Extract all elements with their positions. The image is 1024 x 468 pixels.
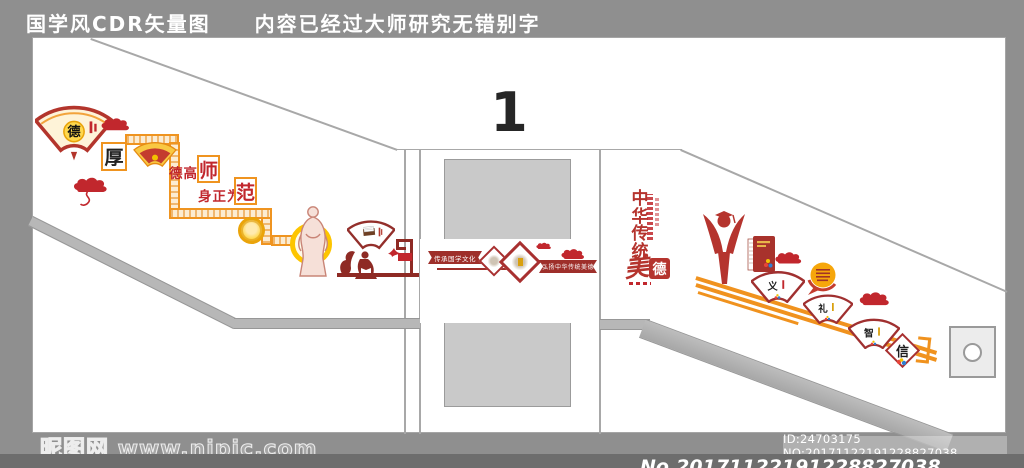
fan-li: 礼 (803, 294, 853, 324)
elevator-shaft-line-inner-left (419, 149, 421, 434)
fan-li-char: 礼 (818, 303, 828, 315)
elevator-shaft-line-outer-left (404, 149, 406, 434)
elevator-shaft-line-right (599, 149, 601, 434)
cloud-icon (536, 242, 551, 250)
landing-floor-band-right (600, 319, 650, 330)
image-id-badge: ID:24703175 NO:20171122191228827038 (783, 432, 1007, 460)
box-hou: 厚 (101, 142, 127, 171)
fan-de-char: 德 (67, 123, 81, 140)
headline-char-3: 传 (631, 224, 649, 244)
banner-ribbon-right: 弘扬中华传统美德 (539, 260, 597, 273)
confucius-figure (298, 206, 328, 277)
cloud-icon (859, 292, 889, 306)
swallow-bird-icon (388, 248, 400, 257)
page-title: 国学风CDR矢量图 内容已经过大师研究无错别字 (26, 12, 541, 36)
mini-red-label (398, 253, 412, 261)
headline-caption-column (655, 198, 659, 226)
headline-char-4: 统 (631, 241, 649, 262)
stair-ribbon-segment (169, 208, 272, 219)
motto1-emphasis-char: 师 (199, 159, 219, 182)
motto2-box: 范 (234, 177, 257, 205)
speech-bubble-seal (807, 262, 837, 295)
banner-ribbon-left: 传承国学文化 (428, 251, 482, 264)
box-hou-char: 厚 (104, 147, 124, 169)
meander-hook (396, 239, 413, 242)
headline-caption-column (647, 194, 653, 240)
gold-coin-medallion (238, 217, 265, 244)
gold-seal (517, 258, 523, 266)
socket-hole (963, 342, 982, 362)
headline-char-2: 华 (631, 206, 649, 227)
fan-de: 德 (35, 105, 113, 161)
cloud-icon (775, 252, 802, 264)
cloud-icon (101, 118, 129, 131)
fan-yi: 义 (751, 271, 805, 303)
tiny-children-figures (896, 358, 907, 366)
motto2-emphasis-char: 范 (236, 181, 256, 204)
landing-ceiling-line (397, 148, 682, 150)
floor-number-label: 1 (490, 81, 528, 144)
motto1-box: 师 (197, 155, 220, 183)
fan-zhi: 智 (848, 318, 900, 349)
stamp-char: 德 (652, 261, 667, 278)
wall-socket-plate (949, 326, 996, 378)
headline-underline-dashes (629, 282, 651, 285)
headline-char-1: 中 (631, 189, 649, 209)
banner-left-text: 传承国学文化 (434, 254, 476, 263)
bottom-strip-text: No.20171122191228827038 (640, 456, 941, 468)
fan-books (347, 220, 395, 250)
cloud-icon (561, 249, 584, 259)
diamond-connector-line (437, 268, 531, 270)
meander-hook (396, 247, 406, 250)
artwork-baseline (337, 273, 419, 277)
orange-meander-bracket (915, 336, 932, 364)
stairwell-wall-elevation: 1 德 厚 德高为 (28, 37, 1008, 453)
fan-zhi-char: 智 (864, 327, 874, 340)
fan-yi-char: 义 (767, 280, 778, 293)
banner-right-text: 弘扬中华传统美德 (541, 264, 594, 271)
cloud-icon (74, 177, 107, 206)
graduate-figure (703, 211, 745, 284)
headline-seal-stamp: 德 (649, 258, 670, 279)
left-stair-floor-band (28, 216, 239, 330)
fan-small-orange (133, 142, 177, 167)
bottom-strip: No.20171122191228827038 (0, 454, 1024, 468)
headline-art-char: 美 (622, 251, 651, 284)
red-book (747, 236, 775, 272)
motto2-prefix: 身正为 (198, 189, 242, 205)
meander-hook (396, 239, 399, 250)
landing-floor-band-left (234, 318, 420, 329)
